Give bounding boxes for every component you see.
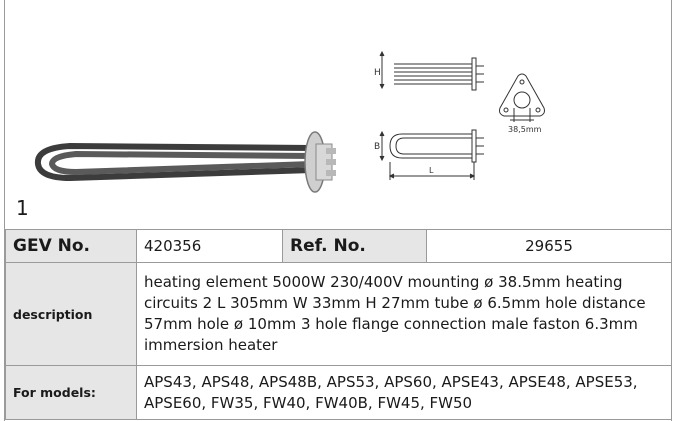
spec-row-models: For models: APS43, APS48, APS48B, APS53,… bbox=[5, 365, 672, 420]
heating-element-photo bbox=[34, 131, 336, 193]
models-value: APS43, APS48, APS48B, APS53, APS60, APSE… bbox=[136, 365, 672, 420]
flange-drawing: 38,5mm bbox=[499, 73, 545, 134]
dimension-b-label: B bbox=[374, 142, 380, 152]
spec-row-description: description heating element 5000W 230/40… bbox=[5, 262, 672, 366]
models-label: For models: bbox=[5, 365, 137, 420]
product-image-area bbox=[5, 0, 671, 228]
top-view-drawing: H bbox=[374, 50, 484, 91]
gev-number-value: 420356 bbox=[136, 229, 283, 263]
ref-number-label: Ref. No. bbox=[282, 229, 427, 263]
figure-number: 1 bbox=[16, 196, 29, 220]
gev-number-label: GEV No. bbox=[5, 229, 137, 263]
dimension-h-label: H bbox=[374, 68, 381, 78]
spec-table: GEV No. 420356 Ref. No. 29655 descriptio… bbox=[5, 229, 672, 420]
description-label: description bbox=[5, 262, 137, 366]
spec-row-ids: GEV No. 420356 Ref. No. 29655 bbox=[5, 229, 672, 263]
flange-diameter-label: 38,5mm bbox=[508, 125, 542, 134]
side-view-drawing: B L bbox=[374, 129, 484, 180]
dimension-l-label: L bbox=[429, 166, 434, 175]
document-frame bbox=[4, 0, 672, 421]
ref-number-value: 29655 bbox=[426, 229, 672, 263]
description-value: heating element 5000W 230/400V mounting … bbox=[136, 262, 672, 366]
